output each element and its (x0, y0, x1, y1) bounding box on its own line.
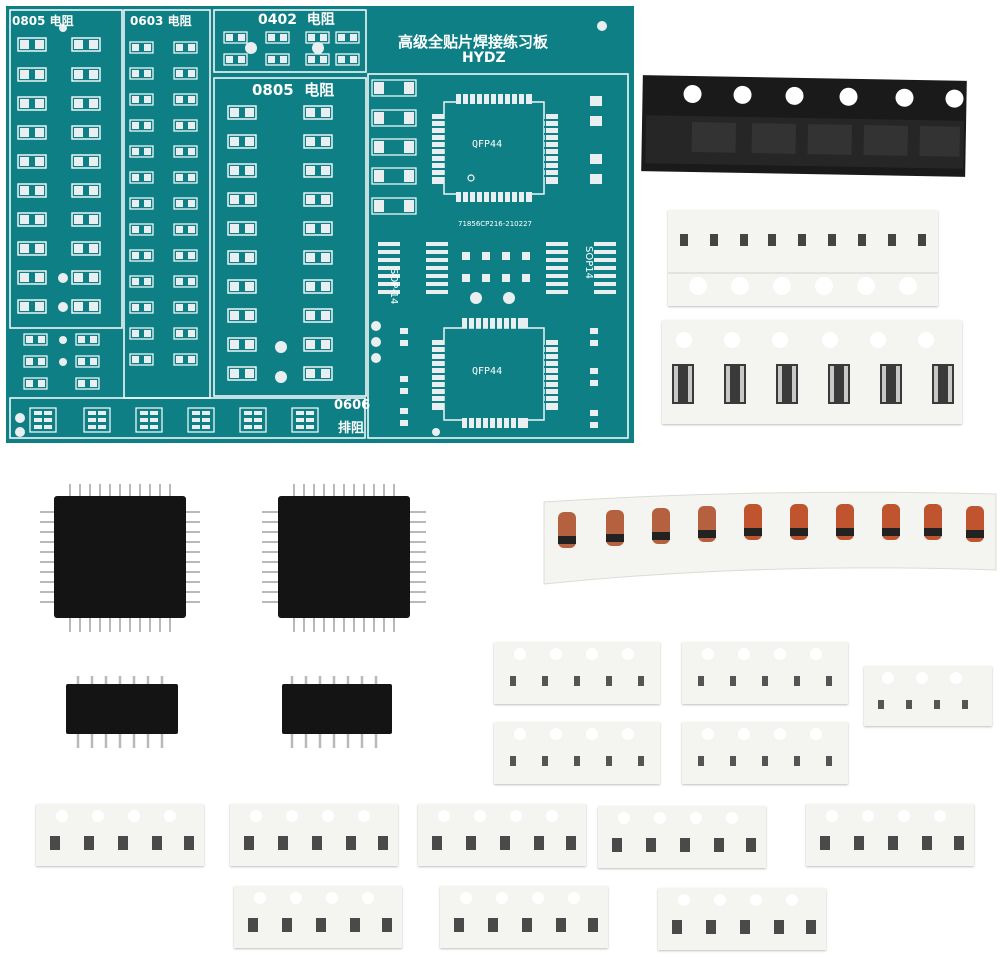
resistor-array-art (672, 332, 954, 404)
strip-art (878, 672, 968, 709)
resistor-strip-7 (230, 804, 398, 866)
resistor-strip-13 (658, 888, 826, 950)
black-transistor-tape (641, 75, 967, 177)
pcb-artwork (9, 9, 629, 439)
resistor-strip-12 (440, 886, 608, 948)
qfp44-chip-1-art (40, 484, 200, 632)
sop-right-label: SOP14 (583, 246, 594, 279)
strip-art (510, 728, 644, 766)
strip-art (248, 892, 392, 932)
label-0603: 0603 电阻 (130, 14, 192, 28)
qfp-top-label: QFP44 (472, 139, 503, 150)
label-array-size: 0606 (334, 398, 371, 413)
strip-art (432, 810, 576, 850)
sop14-chip-1 (64, 676, 180, 748)
label-array-cn: 排阻 (338, 421, 365, 436)
resistor-tape-art (668, 234, 938, 295)
sop14-chip-2 (280, 676, 394, 748)
serial-label: 71856CP216-210227 (458, 220, 532, 228)
resistor-strip-11 (234, 886, 402, 948)
resistor-strip-10 (806, 804, 974, 866)
strip-art (698, 728, 832, 766)
label-0805-left: 0805 电阻 (12, 14, 74, 28)
resistor-strip-2 (682, 642, 848, 704)
label-0805-mid: 0805 电阻 (252, 81, 335, 99)
qfp-bottom-label: QFP44 (472, 366, 503, 377)
board-title: 高级全贴片焊接练习板 (398, 33, 549, 51)
resistor-strip-5 (682, 722, 848, 784)
resistor-strip-6 (36, 804, 204, 866)
resistor-strip-1 (494, 642, 660, 704)
qfp44-chip-1 (40, 484, 200, 632)
strip-art (244, 810, 388, 850)
sop14-chip-1-art (66, 676, 178, 748)
strip-art (454, 892, 598, 932)
diode-tape (540, 488, 998, 588)
sop14-chip-2-art (282, 676, 392, 748)
resistor-strip-3 (864, 666, 992, 726)
resistor-strip-9 (598, 806, 766, 868)
strip-art (698, 648, 832, 686)
strip-art (612, 812, 756, 852)
qfp44-chip-2 (262, 484, 426, 632)
strip-art (510, 648, 644, 686)
sop-left-label: SOP-14 (388, 268, 399, 305)
resistor-array-tape (662, 320, 962, 424)
strip-art (672, 894, 816, 934)
qfp44-chip-2-art (262, 484, 426, 632)
resistor-strip-8 (418, 804, 586, 866)
strip-art (50, 810, 194, 850)
resistor-strip-4 (494, 722, 660, 784)
pcb-practice-board: 0805 电阻 0603 电阻 0402 电阻 0805 电阻 高级全贴片焊接练… (6, 6, 634, 443)
strip-art (820, 810, 964, 850)
black-tape-art (645, 85, 965, 169)
board-subtitle: HYDZ (462, 50, 506, 66)
diode-tape-art (543, 491, 997, 585)
resistor-tape-0402 (668, 210, 938, 306)
label-0402: 0402 电阻 (258, 12, 335, 28)
